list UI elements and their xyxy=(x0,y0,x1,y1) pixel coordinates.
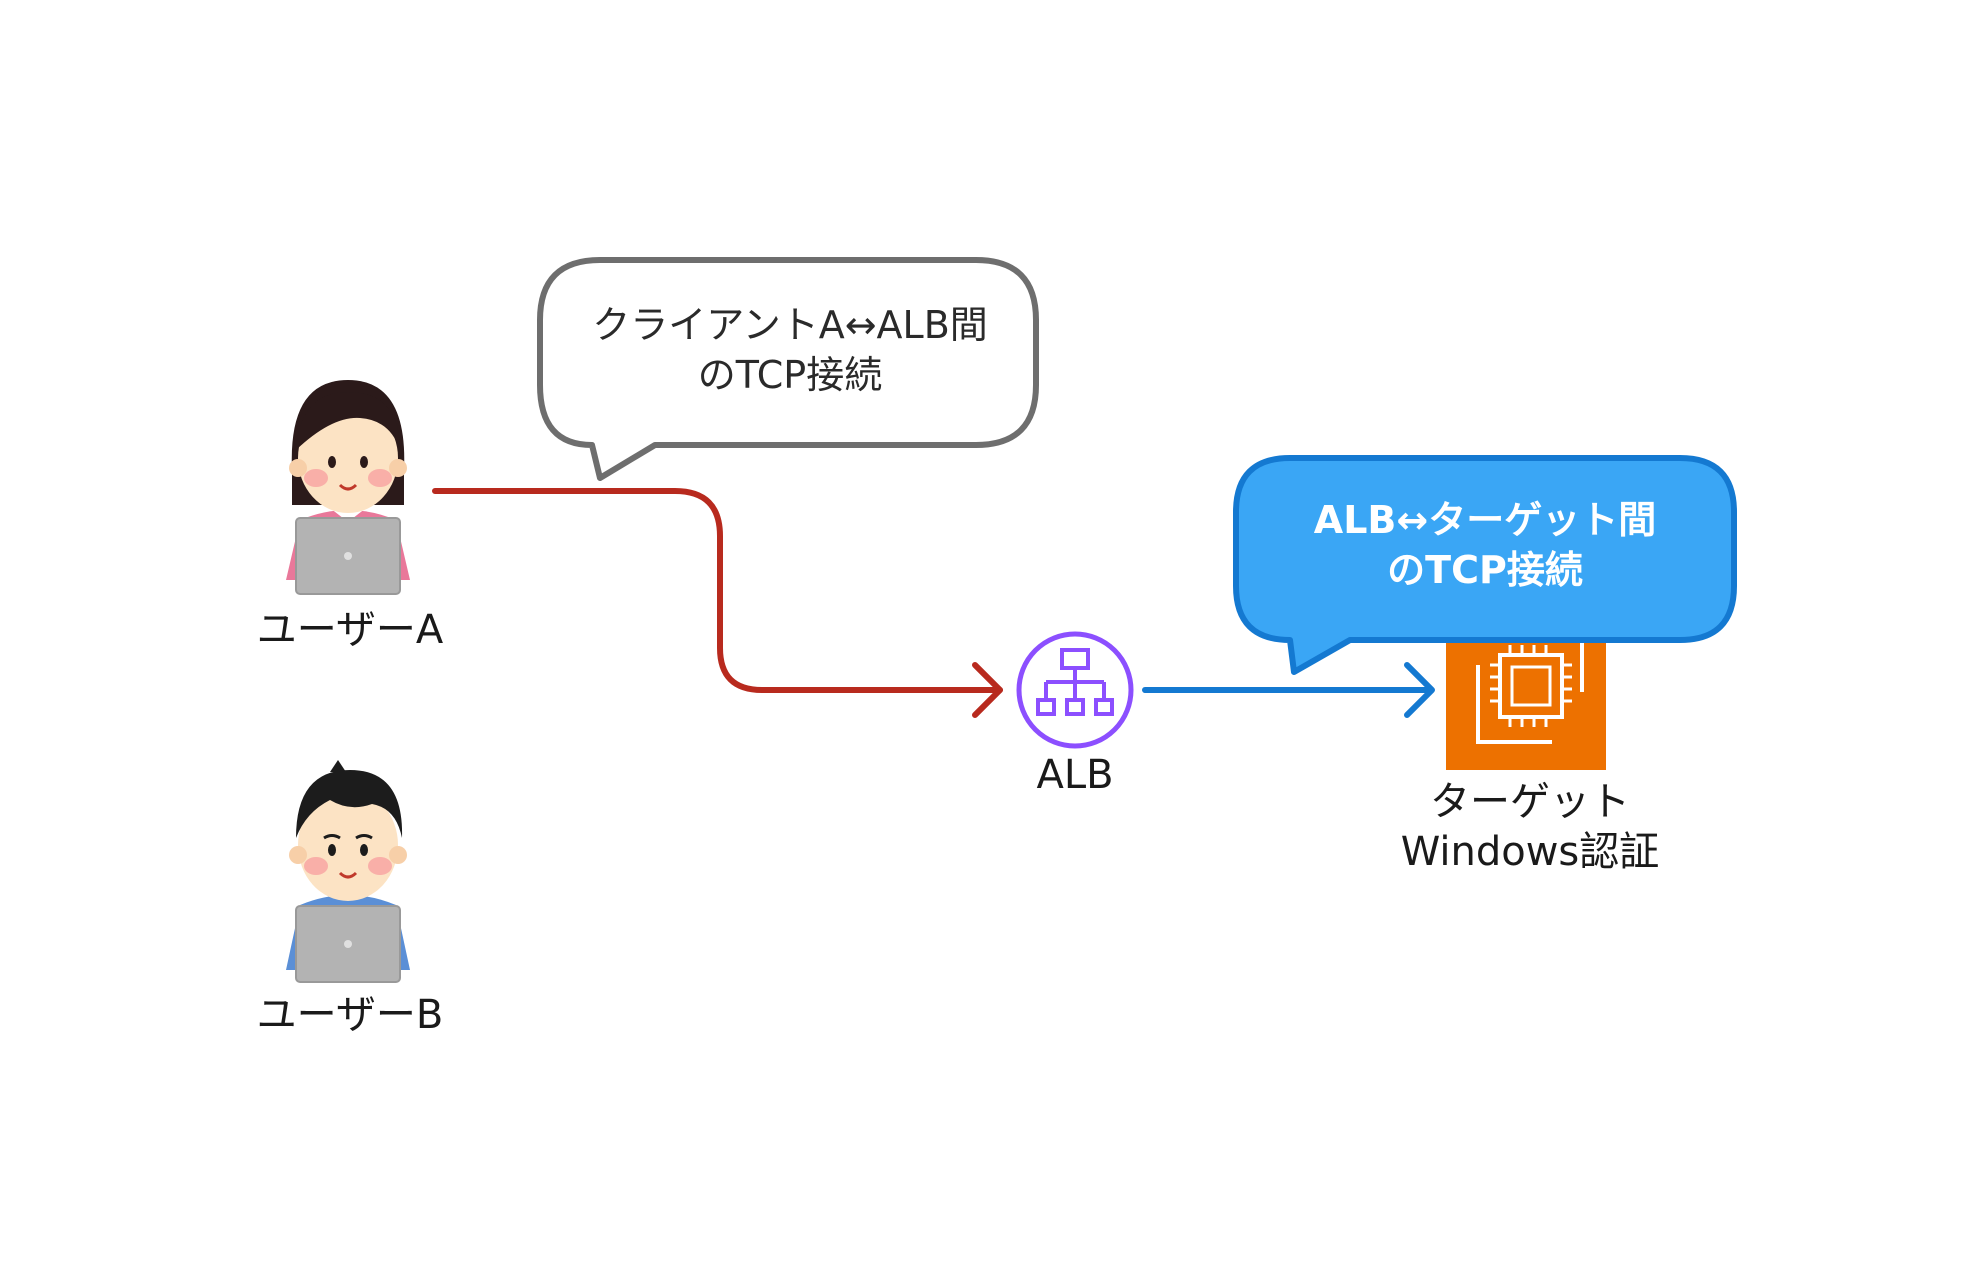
user-a-avatar xyxy=(286,380,410,595)
user-b-label: ユーザーB xyxy=(256,992,444,1038)
arrowhead-icon xyxy=(1404,662,1435,718)
target-label: ターゲット Windows認証 xyxy=(1360,777,1700,877)
alb-label: ALB xyxy=(1036,752,1114,798)
callout-client-alb-bubble xyxy=(537,257,1039,481)
callout-alb-target-text: ALB↔ターゲット間 のTCP接続 xyxy=(1245,495,1725,595)
load-balancer-icon xyxy=(1016,631,1134,749)
callout-client-alb-line1: クライアントA↔ALB間 xyxy=(592,303,988,347)
target-label-line1: ターゲット xyxy=(1430,779,1630,825)
callout-client-alb-line2: のTCP接続 xyxy=(697,353,883,397)
alb-target-connection xyxy=(1142,662,1435,718)
callout-alb-target-bubble xyxy=(1233,455,1737,675)
user-a-label: ユーザーA xyxy=(256,607,444,653)
arrowhead-icon xyxy=(972,662,1003,718)
callout-alb-target-line2: のTCP接続 xyxy=(1387,548,1583,592)
client-alb-connection xyxy=(432,488,1003,718)
user-b-avatar xyxy=(286,760,410,983)
callout-client-alb-text: クライアントA↔ALB間 のTCP接続 xyxy=(545,300,1035,400)
callout-alb-target-line1: ALB↔ターゲット間 xyxy=(1313,498,1657,542)
target-label-line2: Windows認証 xyxy=(1400,829,1660,875)
